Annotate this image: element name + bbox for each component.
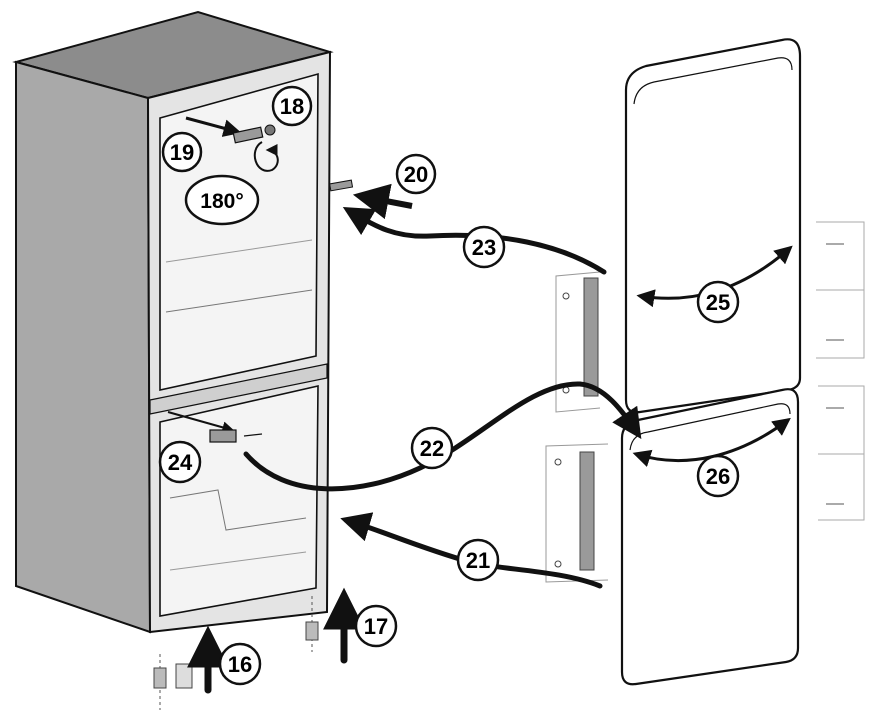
cabinet-side (15, 60, 152, 634)
callout-25: 25 (696, 280, 740, 324)
svg-text:17: 17 (364, 614, 388, 639)
arrow-23 (342, 206, 607, 275)
handle-detail-boxes (816, 221, 865, 521)
lower-door (620, 388, 800, 686)
bottom-foot-parts (153, 596, 319, 710)
callout-16: 16 (218, 642, 262, 686)
top-hinge-part (185, 116, 279, 172)
svg-text:24: 24 (168, 450, 193, 475)
svg-text:23: 23 (472, 235, 496, 260)
svg-text:21: 21 (466, 548, 490, 573)
arrow-22 (243, 381, 642, 492)
svg-text:25: 25 (706, 290, 730, 315)
middle-hinge-part (167, 411, 263, 443)
hinge-detail-lower (545, 443, 609, 583)
svg-text:26: 26 (706, 464, 730, 489)
callout-23: 23 (462, 225, 506, 269)
hinge-detail-upper (555, 271, 601, 413)
svg-text:19: 19 (170, 140, 194, 165)
svg-text:180°: 180° (200, 190, 243, 213)
freezer-compartment (159, 384, 319, 617)
callout-20: 20 (395, 153, 437, 195)
callout-26: 26 (696, 454, 740, 498)
compartment-divider (149, 363, 328, 415)
svg-text:20: 20 (404, 162, 428, 187)
callout-22: 22 (410, 426, 454, 470)
callout-19: 19 (161, 131, 203, 173)
callout-21: 21 (456, 538, 500, 582)
callout-rotation: 180° (184, 174, 260, 226)
svg-text:16: 16 (228, 652, 252, 677)
plug-part (329, 179, 413, 220)
svg-text:18: 18 (280, 94, 304, 119)
upper-door (624, 38, 802, 414)
callout-18: 18 (271, 85, 313, 127)
svg-text:22: 22 (420, 436, 444, 461)
callout-17: 17 (354, 604, 398, 648)
callout-24: 24 (158, 440, 202, 484)
movement-arrows (187, 206, 793, 694)
